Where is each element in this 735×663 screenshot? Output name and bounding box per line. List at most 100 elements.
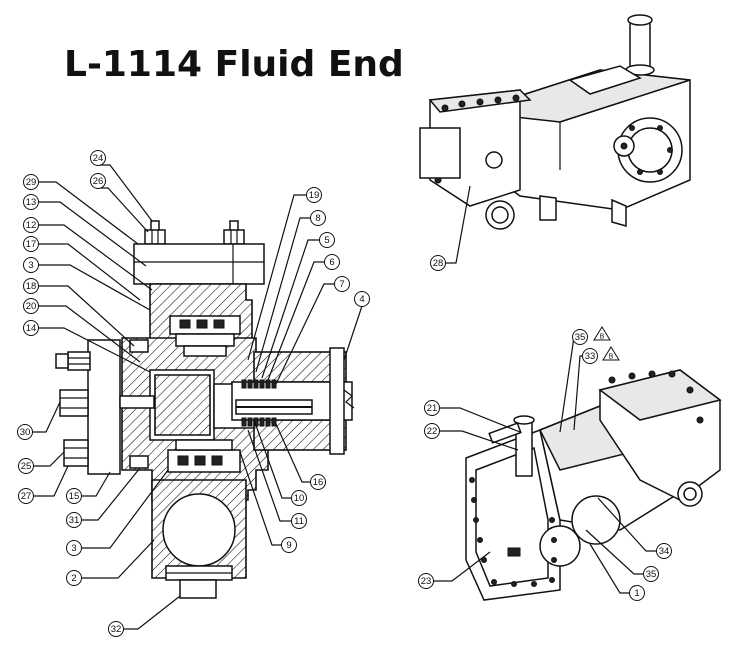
callout-bubble [424,400,440,416]
callout-label: 35 [575,332,586,343]
callout-bubble [23,320,39,336]
callout-c8: 8 [310,210,326,226]
callout-c1: 1 [629,585,645,601]
callout-bubble [23,194,39,210]
callout-c6: 6 [324,254,340,270]
triangle-t1: B [593,326,611,341]
callout-label: 25 [21,461,32,472]
upper-valve [169,315,241,357]
callout-label: 1 [634,588,639,599]
revision-triangles: BB [593,326,620,361]
callout-bubble [418,573,434,589]
callout-bubble [23,217,39,233]
iso-view-bottom [465,369,722,601]
callout-c16: 16 [310,474,326,490]
callout-label: 33 [585,351,596,362]
callout-c35b: 35 [643,566,659,582]
callout-c26: 26 [90,173,106,189]
callout-label: 22 [427,426,438,437]
callout-label: 35 [646,569,657,580]
callout-label: 3 [28,260,33,271]
callout-label: 7 [339,279,344,290]
callout-label: 23 [421,576,432,587]
callout-c24: 24 [90,150,106,166]
callout-label: 30 [20,427,31,438]
callout-c29: 29 [23,174,39,190]
callout-label: 16 [313,477,324,488]
callout-c28: 28 [430,255,446,271]
callout-c31: 31 [66,512,82,528]
callout-label: 31 [69,515,80,526]
callout-label: 12 [26,220,37,231]
callout-bubble [306,187,322,203]
triangle-label: B [609,354,614,361]
fluid-end-section-view [55,220,355,599]
callout-bubble [354,291,370,307]
callout-bubble [23,257,39,273]
callout-bubble [324,254,340,270]
callout-bubble [66,512,82,528]
callout-bubble [23,278,39,294]
callout-bubble [582,348,598,364]
callout-label: 18 [26,281,37,292]
callout-c5: 5 [319,232,335,248]
callout-bubble [90,150,106,166]
callout-bubble [90,173,106,189]
callout-bubble [629,585,645,601]
callout-bubble [334,276,350,292]
callout-label: 28 [433,258,444,269]
callout-label: 3 [71,543,76,554]
callout-c18: 18 [23,278,39,294]
callout-c11: 11 [291,513,307,529]
triangle-mark [602,346,620,361]
callout-label: 8 [315,213,320,224]
side-bolts [55,339,155,475]
callout-label: 20 [26,301,37,312]
callout-c27: 27 [18,488,34,504]
callout-label: 32 [111,624,122,635]
callout-bubble [430,255,446,271]
callout-label: 17 [26,239,37,250]
callout-c32: 32 [108,621,124,637]
callout-c21: 21 [424,400,440,416]
callout-bubble [424,423,440,439]
callout-bubble [66,570,82,586]
callout-label: 29 [26,177,37,188]
callout-c22: 22 [424,423,440,439]
callout-c14: 14 [23,320,39,336]
callout-bubble [319,232,335,248]
callout-c19: 19 [306,187,322,203]
suction-manifold [151,479,247,599]
triangle-mark [593,326,611,341]
callout-bubble [643,566,659,582]
callout-label: 11 [294,516,304,527]
callout-bubble [23,174,39,190]
callout-c2: 2 [66,570,82,586]
top-clamp-plate [133,243,265,285]
callout-c23: 23 [418,573,434,589]
callout-c17: 17 [23,236,39,252]
callout-c20: 20 [23,298,39,314]
callout-bubble [281,537,297,553]
callout-c25: 25 [18,458,34,474]
callout-label: 24 [93,153,104,164]
callout-c12: 12 [23,217,39,233]
triangle-t2: B [602,346,620,361]
callout-label: 10 [294,493,305,504]
callout-c13: 13 [23,194,39,210]
callout-c3b: 3 [66,540,82,556]
callout-label: 19 [309,190,320,201]
callout-label: 26 [93,176,104,187]
callout-label: 13 [26,197,37,208]
callout-bubble [291,490,307,506]
callout-bubble [66,488,82,504]
callout-label: 15 [69,491,80,502]
callout-bubble [66,540,82,556]
callout-label: 27 [21,491,32,502]
callout-bubble [310,474,326,490]
iso-view-top [419,14,691,230]
callout-label: 2 [71,573,76,584]
leader-lines [32,164,657,630]
lower-valve [167,439,241,473]
